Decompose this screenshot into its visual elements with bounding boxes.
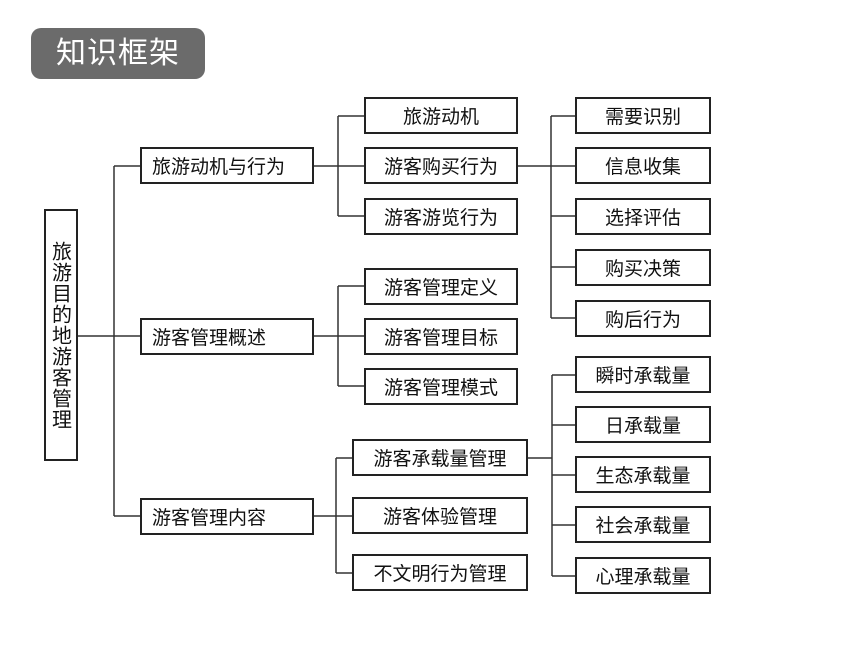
node-ecological-capacity: 生态承载量 bbox=[575, 456, 711, 493]
node-psychological-capacity: 心理承载量 bbox=[575, 557, 711, 594]
node-management-modes: 游客管理模式 bbox=[364, 368, 518, 405]
node-travel-motivation: 旅游动机 bbox=[364, 97, 518, 134]
node-experience-management: 游客体验管理 bbox=[352, 497, 528, 534]
node-purchase-behavior: 游客购买行为 bbox=[364, 147, 518, 184]
node-social-capacity: 社会承载量 bbox=[575, 506, 711, 543]
node-uncivilized-behavior: 不文明行为管理 bbox=[352, 554, 528, 591]
node-purchase-decision: 购买决策 bbox=[575, 249, 711, 286]
node-motivation-behavior: 旅游动机与行为 bbox=[140, 147, 314, 184]
node-information-search: 信息收集 bbox=[575, 147, 711, 184]
node-management-goals: 游客管理目标 bbox=[364, 318, 518, 355]
node-management-content: 游客管理内容 bbox=[140, 498, 314, 535]
node-touring-behavior: 游客游览行为 bbox=[364, 198, 518, 235]
root-node: 旅游目的地游客管理 bbox=[44, 209, 78, 461]
node-evaluation: 选择评估 bbox=[575, 198, 711, 235]
page-title: 知识框架 bbox=[31, 28, 205, 79]
node-post-purchase: 购后行为 bbox=[575, 300, 711, 337]
node-management-definition: 游客管理定义 bbox=[364, 268, 518, 305]
node-daily-capacity: 日承载量 bbox=[575, 406, 711, 443]
node-instant-capacity: 瞬时承载量 bbox=[575, 356, 711, 393]
node-need-recognition: 需要识别 bbox=[575, 97, 711, 134]
node-capacity-management: 游客承载量管理 bbox=[352, 439, 528, 476]
node-management-overview: 游客管理概述 bbox=[140, 318, 314, 355]
